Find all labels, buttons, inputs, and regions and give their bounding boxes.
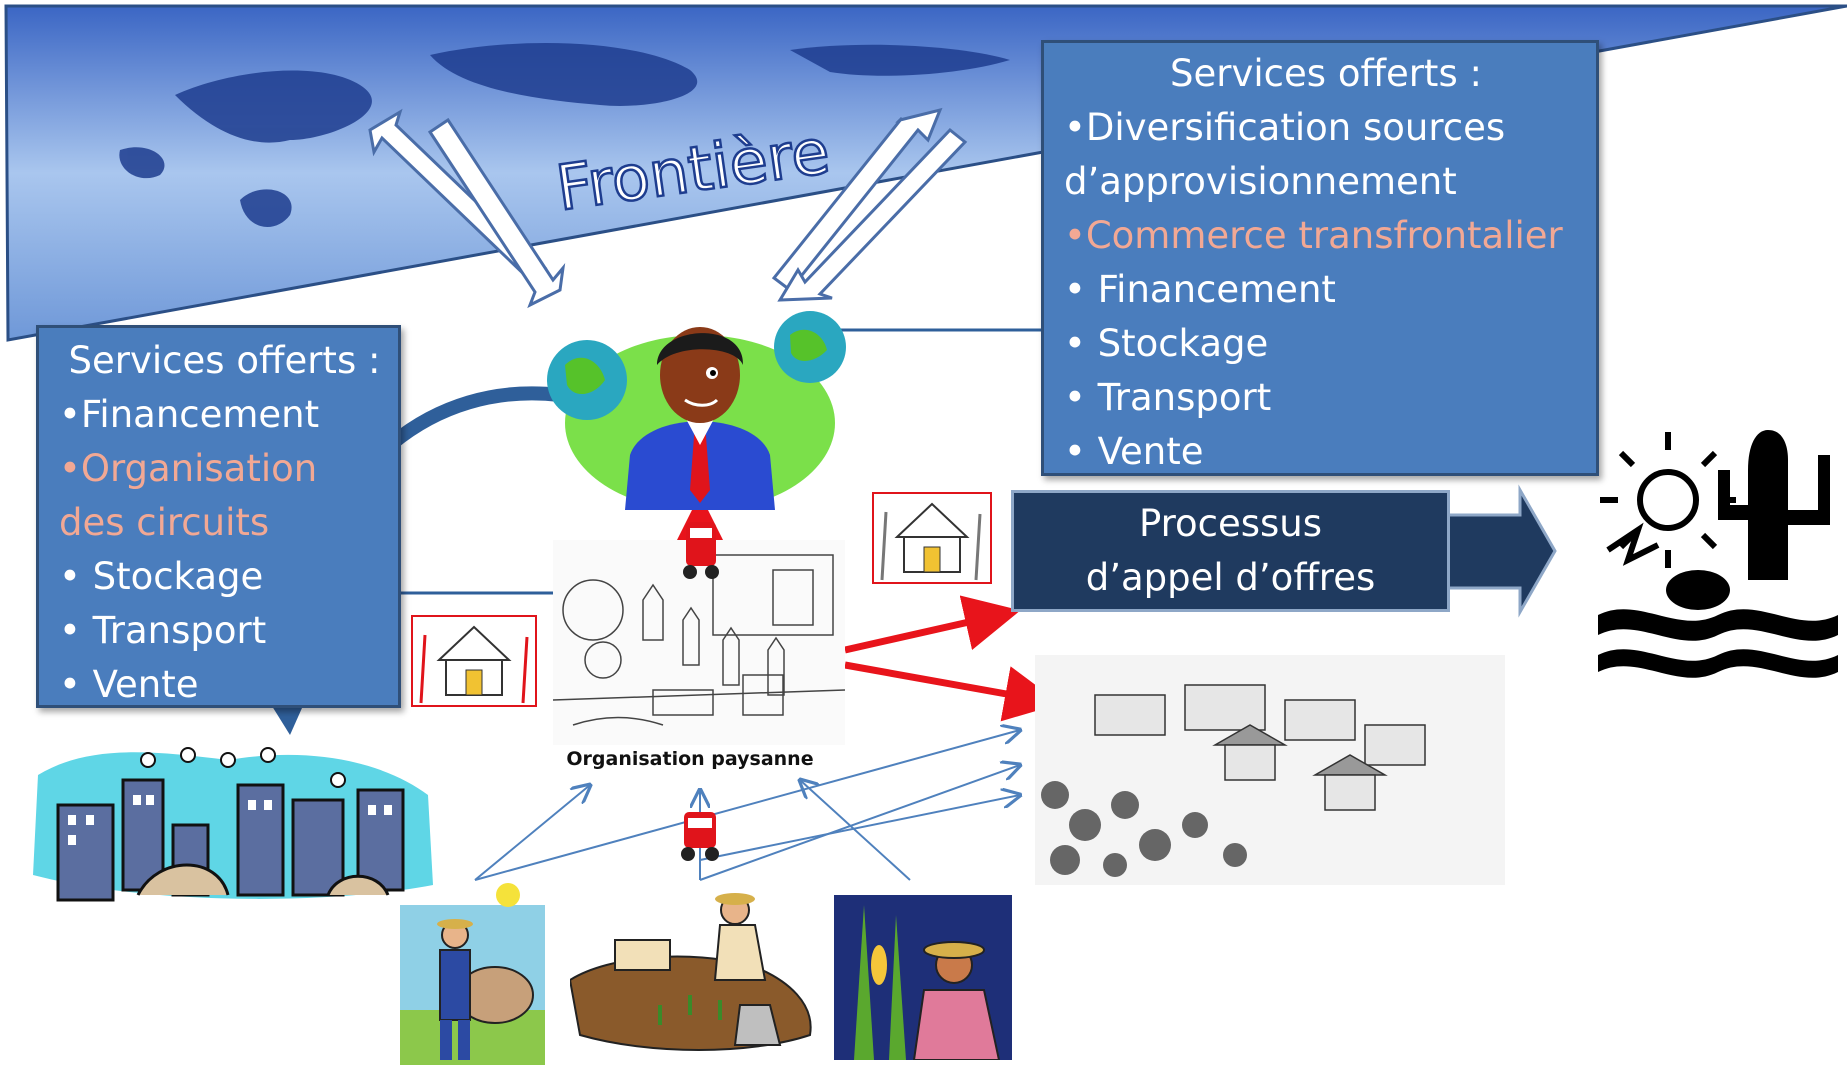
service-item: • Vente [59, 663, 199, 706]
warehouse-icon [872, 492, 992, 584]
warehouse-icon [411, 615, 537, 707]
right-services-box: Services offerts : •Diversification sour… [1041, 40, 1599, 476]
trader-globes-icon [547, 311, 846, 510]
service-item: • Transport [1064, 376, 1272, 419]
village-icon [1035, 655, 1505, 885]
service-item: •Organisation [59, 447, 318, 490]
city-icon [33, 747, 433, 902]
service-item: • Stockage [1064, 322, 1269, 365]
left-services-box: Services offerts : •Financement •Organisa… [36, 325, 401, 708]
drought-icon [1598, 430, 1838, 678]
process-line-1: Processus [1138, 502, 1323, 545]
process-line-2: d’appel d’offres [1085, 556, 1376, 599]
organisation-label: Organisation paysanne [566, 748, 814, 770]
service-item: • Financement [1064, 268, 1336, 311]
left-services-list: •Financement •Organisation des circuits • S… [59, 388, 390, 712]
service-item: •Financement [59, 393, 320, 436]
service-item: •Commerce transfrontalier [1064, 214, 1563, 257]
world-map-shapes [119, 43, 1010, 227]
farmer-cow-icon [400, 883, 545, 1065]
right-services-list: •Diversification sources d’approvisionnem… [1064, 101, 1588, 479]
right-services-header: Services offerts : [1170, 52, 1482, 95]
service-item: • Transport [59, 609, 267, 652]
gardener-icon [570, 893, 812, 1051]
farmers-market-icon [553, 540, 845, 745]
service-item: •Diversification sources [1064, 106, 1506, 149]
service-item: • Stockage [59, 555, 264, 598]
left-services-header: Services offerts : [68, 339, 381, 382]
corn-harvester-icon [834, 895, 1012, 1060]
service-item: des circuits [59, 501, 270, 544]
service-item: d’approvisionnement [1064, 160, 1457, 203]
truck-icon [683, 522, 719, 579]
service-item: • Vente [1064, 430, 1204, 473]
process-box: Processus d’appel d’offres [1011, 490, 1450, 612]
process-arrow-head [1446, 484, 1557, 618]
frontier-exchange-arrows [368, 107, 968, 309]
truck-icon [681, 812, 719, 861]
